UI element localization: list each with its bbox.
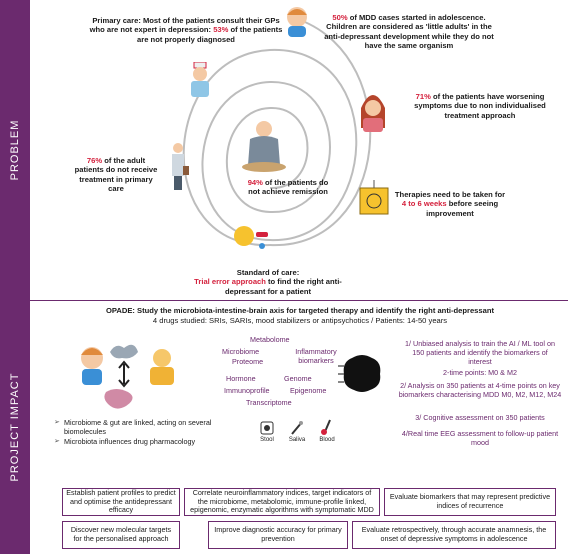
section-divider	[30, 300, 568, 301]
objective-retrospective-evaluation: Evaluate retrospectively, through accura…	[352, 521, 556, 549]
omic-immunoprofile: Immunoprofile	[224, 386, 270, 395]
worried-woman-icon	[361, 95, 385, 132]
omic-genome: Genome	[284, 374, 312, 383]
standard-of-care-text: Standard of care:Trial error approach to…	[194, 268, 342, 296]
sad-person-icon	[242, 121, 286, 172]
problem-band: PROBLEM	[0, 0, 30, 300]
omic-hormone: Hormone	[226, 374, 256, 383]
problem-band-label: PROBLEM	[9, 119, 21, 181]
omic-transcriptome: Transcriptome	[246, 398, 292, 407]
step-1: 1/ Unbiased analysis to train the AI / M…	[405, 339, 555, 366]
sample-stool-label: Stool	[260, 437, 274, 443]
doctor-icon	[191, 62, 209, 97]
remission-text: 94% of the patients do not achieve remis…	[247, 178, 329, 197]
saliva-sample-icon	[291, 421, 303, 435]
objective-patient-profiles: Establish patient profiles to predict an…	[62, 488, 180, 516]
therapies-text: Therapies need to be taken for 4 to 6 we…	[394, 190, 506, 218]
bullet-microbiota-pharmacology: Microbiota influences drug pharmacology	[54, 437, 224, 446]
omic-epigenome: Epigenome	[290, 386, 327, 395]
impact-title: OPADE: Study the microbiota-intestine-br…	[105, 306, 495, 315]
impact-band-label: PROJECT IMPACT	[9, 372, 21, 482]
worsening-text: 71% of the patients have worsening sympt…	[414, 92, 546, 120]
child-icon	[287, 7, 307, 37]
objective-molecular-targets: Discover new molecular targets for the p…	[62, 521, 180, 549]
step-1-timepoints: 2-time points: M0 & M2	[443, 368, 517, 377]
ai-brain-icon	[338, 355, 381, 392]
objective-correlate-indices: Correlate neuroinflammatory indices, tar…	[184, 488, 380, 516]
step-4: 4/Real time EEG assessment to follow-up …	[401, 429, 559, 447]
sample-blood-label: Blood	[319, 437, 335, 443]
pills-icon	[234, 226, 268, 249]
omic-inflammatory-biomarkers: Inflammatory biomarkers	[295, 347, 337, 365]
calendar-clock-icon	[359, 180, 389, 215]
man-with-bag-icon	[172, 143, 189, 190]
project-impact-band: PROJECT IMPACT	[0, 300, 30, 554]
objective-diagnostic-accuracy: Improve diagnostic accuracy for primary …	[208, 521, 348, 549]
step-3: 3/ Cognitive assessment on 350 patients	[415, 413, 545, 422]
blood-sample-icon	[321, 419, 331, 435]
bullet-microbiome-gut: Microbiome & gut are linked, acting on s…	[54, 418, 214, 436]
adolescence-text: 50% of MDD cases started in adolescence.…	[324, 13, 494, 51]
objective-recurrence-biomarkers: Evaluate biomarkers that may represent p…	[384, 488, 556, 516]
stool-sample-icon	[260, 421, 274, 435]
sample-saliva-label: Saliva	[288, 437, 306, 443]
gut-brain-illustration	[81, 344, 174, 409]
adult-treatment-text: 76% of the adult patients do not receive…	[74, 156, 158, 194]
impact-subtitle: 4 drugs studied: SRIs, SARIs, mood stabi…	[152, 316, 448, 325]
step-2: 2/ Analysis on 350 patients at 4-time po…	[398, 381, 562, 399]
omic-proteome: Proteome	[232, 357, 264, 366]
primary-care-text: Primary care: Most of the patients consu…	[89, 16, 283, 44]
omic-metabolome: Metabolome	[250, 335, 290, 344]
omic-microbiome: Microbiome	[222, 347, 260, 356]
